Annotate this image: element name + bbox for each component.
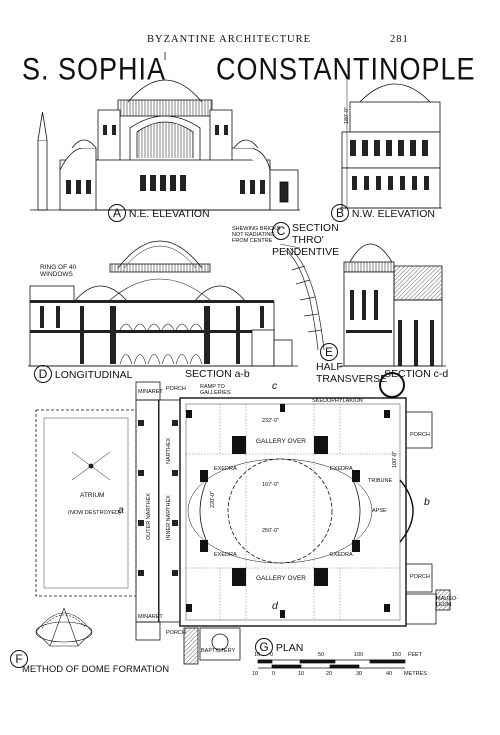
label-porch-top-left: PORCH [166,386,186,392]
label-narthex: NARTHEX [166,437,172,464]
scale-metre-tick-1: 0 [272,671,276,677]
label-now-destroyed: (NOW DESTROYED) [68,510,121,516]
scale-feet-tick-4: 150 [392,652,402,658]
label-apse: APSE [372,508,387,514]
label-a-text: N.E. ELEVATION [128,208,210,220]
label-f: F [10,650,28,668]
scale-metre-tick-4: 30 [356,671,363,677]
label-e-text: HALF TRANSVERSE [316,361,388,385]
dim-250: 250'-0" [262,528,280,534]
scale-feet-tick-3: 100 [354,652,364,658]
longitudinal-section-drawing [28,240,298,367]
label-b: B N.W. ELEVATION [331,204,435,222]
label-d: D LONGITUDINAL [34,365,133,383]
label-tribune: TRIBUNE [368,478,393,484]
label-f-letter: F [10,650,28,668]
scale-metre-tick-2: 10 [298,671,305,677]
note-bricks: SHEWING BRICKS NOT RADIATING FROM CENTRE [232,226,281,244]
scale-metre-unit: METRES [404,671,427,677]
label-atrium: ATRIUM [80,492,105,499]
label-c-letter: C [272,222,290,240]
scale-feet-tick-0: 10 [254,652,261,658]
scale-feet-tick-1: 0 [270,652,274,658]
nw-elevation-drawing [340,80,442,209]
dim-107: 107'-0" [262,482,280,488]
label-minaret-top: MINARET [138,389,163,395]
note-ring-windows: RING OF 40 WINDOWS [40,264,77,278]
scale-feet-tick-2: 50 [318,652,325,658]
label-d-text: LONGITUDINAL [54,369,133,381]
page-number: 281 [390,34,409,45]
title-left: S. SOPHIA [22,52,167,87]
running-title: BYZANTINE ARCHITECTURE [147,34,312,45]
label-c-text: SECTION THRO' PENDENTIVE [272,222,340,258]
dim-height-b: 180'-0" [344,106,350,124]
label-f-text: METHOD OF DOME FORMATION [22,664,170,675]
scale-metre-tick-5: 40 [386,671,393,677]
dome-formation-drawing [35,607,93,647]
dim-220: 220'-0" [210,490,216,508]
label-e-suffix: SECTION c-d [384,368,449,380]
label-outer-narthex: OUTER NARTHEX [146,493,152,540]
label-gallery-top: GALLERY OVER [256,438,306,445]
title-right: CONSTANTINOPLE [216,52,476,87]
transverse-section-drawing [340,243,446,367]
scale-feet-unit: FEET [408,652,423,658]
label-gallery-bottom: GALLERY OVER [256,575,306,582]
label-c: C SECTION THRO' PENDENTIVE [272,222,352,258]
point-d: d [272,600,278,612]
ne-elevation-drawing [30,52,300,211]
label-a-letter: A [108,204,126,222]
label-exedra-3: EXEDRA [214,552,237,558]
label-g: G PLAN [255,638,303,656]
scale-metre-tick-0: 10 [252,671,259,677]
label-e-letter: E [320,343,338,361]
label-mausoleum: MAUSO-LEUM [436,596,458,608]
point-c: c [272,380,278,392]
label-b-letter: B [331,204,349,222]
label-b-text: N.W. ELEVATION [351,208,435,220]
note-ramp: RAMP TO GALLERIES [200,384,231,396]
label-g-text: PLAN [275,642,304,654]
label-porch-bottom-left: PORCH [166,630,186,636]
label-exedra-1: EXEDRA [214,466,237,472]
point-b: b [424,496,430,508]
scale-bar [257,659,406,669]
label-e: E HALF TRANSVERSE [316,343,387,385]
pendentive-section-drawing [279,243,325,351]
scale-metre-tick-3: 20 [326,671,333,677]
label-porch-right-top: PORCH [410,432,430,438]
ground-plan-drawing [35,372,451,665]
dim-100: 100'-0" [392,450,398,468]
label-inner-narthex: INNER NARTHEX [166,495,172,540]
label-a: A N.E. ELEVATION [108,204,210,222]
label-minaret-bottom: MINARET [138,614,163,620]
dim-232: 232'-0" [262,418,280,424]
label-d-letter: D [34,365,52,383]
label-porch-right-bottom: PORCH [410,574,430,580]
label-skeuophylakion: SKEUOPHYLAKION [312,398,363,404]
label-exedra-4: EXEDRA [330,552,353,558]
label-baptistery: BAPTISTERY [201,648,236,654]
label-exedra-2: EXEDRA [330,466,353,472]
label-d-suffix: SECTION a-b [185,368,250,380]
point-a: a [118,504,124,516]
